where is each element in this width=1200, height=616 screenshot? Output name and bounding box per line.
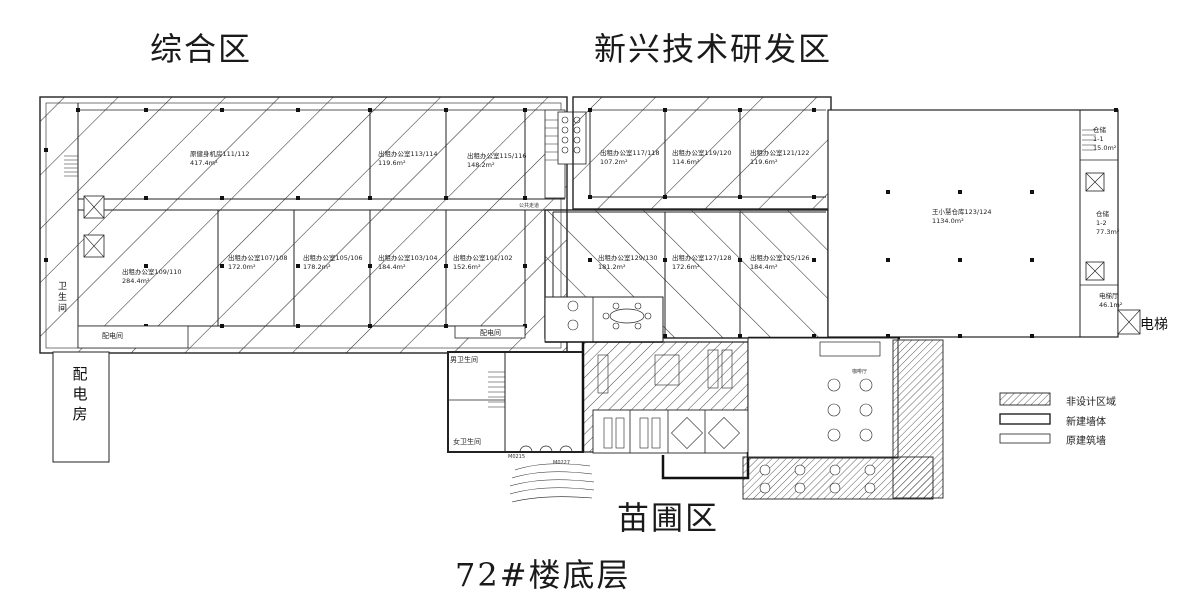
room-name: 出租办公室109/110 <box>122 268 182 276</box>
room-code: 1-1 <box>1093 135 1104 143</box>
power-room-box <box>52 351 110 463</box>
zone-title-general: 综合区 <box>150 30 253 68</box>
room-area: 1134.0m² <box>932 217 964 225</box>
zone-title-nursery: 苗圃区 <box>617 499 720 537</box>
room-area: 77.3m² <box>1096 228 1120 236</box>
floor-title: 72#楼底层 <box>455 556 631 594</box>
room-area: 284.4m² <box>122 277 150 285</box>
room-name: 出租办公室107/108 <box>228 254 288 262</box>
legend-swatch-new-wall <box>999 413 1051 425</box>
legend-label-new-wall: 新建墙体 <box>1066 417 1106 428</box>
legend-swatch-orig-wall <box>999 433 1051 444</box>
legend-label-orig-wall: 原建筑墙 <box>1066 436 1106 447</box>
room-name: 出租办公室105/106 <box>303 254 363 262</box>
room-code: 1-2 <box>1096 219 1107 227</box>
room-name: 出租办公室117/118 <box>600 149 660 157</box>
room-name: 出租办公室113/114 <box>378 150 438 158</box>
door-label-m0215: M0215 <box>508 454 526 460</box>
room-area: 184.4m² <box>378 263 406 271</box>
char: 房 <box>72 405 88 423</box>
room-name: 仓储 <box>1096 210 1109 218</box>
room-name: 原健身机房111/112 <box>190 150 250 158</box>
room-name: 电梯厅 <box>1099 292 1119 300</box>
room-area: 107.2m² <box>600 158 628 166</box>
char: 电 <box>72 385 88 403</box>
room-area: 172.0m² <box>228 263 256 271</box>
dist-room-label-left: 配电间 <box>102 332 123 340</box>
legend-swatch-hatch <box>999 392 1051 406</box>
room-area: 152.6m² <box>453 263 481 271</box>
dist-room-label-right: 配电间 <box>480 329 501 337</box>
general-zone-block <box>39 96 587 354</box>
room-name: 出租办公室125/126 <box>750 254 810 262</box>
char: 配 <box>72 365 88 383</box>
room-name: 出租办公室101/102 <box>453 254 513 262</box>
public-corridor-label: 公共走道 <box>519 203 540 209</box>
lower-central-block <box>447 296 944 503</box>
room-area: 119.6m² <box>378 159 406 167</box>
char: 生 <box>57 293 67 303</box>
room-name: 出租办公室119/120 <box>672 149 732 157</box>
cafe-label: 咖啡厅 <box>852 369 868 375</box>
room-area: 15.0m² <box>1093 144 1117 152</box>
legend-swatches <box>999 392 1051 444</box>
room-area: 119.6m² <box>750 158 778 166</box>
room-area: 148.2m² <box>467 161 495 169</box>
elevator-label: 电梯 <box>1140 317 1168 333</box>
room-name: 王小慧仓库123/124 <box>932 208 992 216</box>
room-area: 172.6m² <box>672 263 700 271</box>
female-toilet-label: 女卫生间 <box>453 438 481 446</box>
room-area: 114.6m² <box>672 158 700 166</box>
warehouse-block <box>827 108 1141 338</box>
char: 卫 <box>57 282 67 292</box>
room-name: 出租办公室127/128 <box>672 254 732 262</box>
zone-title-rnd: 新兴技术研发区 <box>594 30 833 68</box>
room-area: 184.4m² <box>750 263 778 271</box>
room-name: 出租办公室121/122 <box>750 149 810 157</box>
room-area: 181.2m² <box>598 263 626 271</box>
male-toilet-label: 男卫生间 <box>450 356 478 364</box>
room-name: 出租办公室103/104 <box>378 254 438 262</box>
room-area: 178.2m² <box>303 263 331 271</box>
room-area: 46.1m² <box>1099 301 1123 309</box>
rnd-zone-block <box>544 96 832 339</box>
power-room-label: 配电房 <box>70 364 90 424</box>
char: 间 <box>57 304 67 314</box>
legend-label-hatch: 非设计区域 <box>1066 397 1116 408</box>
room-area: 417.4m² <box>190 159 218 167</box>
room-name: 出租办公室115/116 <box>467 152 527 160</box>
toilet-label: 卫生间 <box>57 282 68 315</box>
door-label-m0227: M0227 <box>553 460 571 466</box>
room-name: 仓储 <box>1093 126 1106 134</box>
room-name: 出租办公室129/130 <box>598 254 658 262</box>
